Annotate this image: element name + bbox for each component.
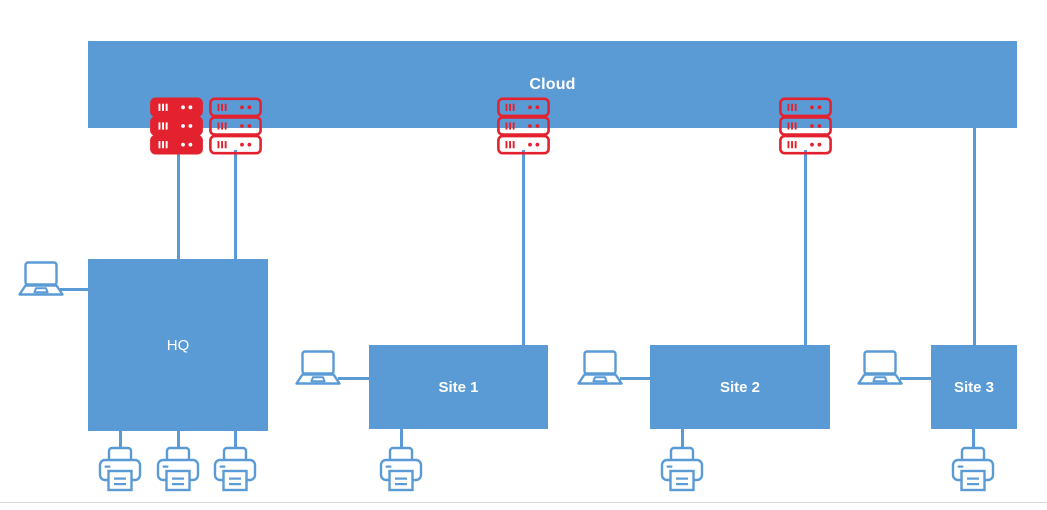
link-cloud-site3 — [973, 128, 976, 346]
node-label-site1: Site 1 — [438, 378, 479, 396]
printer-hq-1-icon[interactable] — [98, 446, 142, 494]
printer-site1-icon[interactable] — [379, 446, 423, 494]
printer-hq-3-icon[interactable] — [213, 446, 257, 494]
server-stack-site2-icon[interactable] — [779, 97, 832, 155]
server-stack-hq-primary-icon[interactable] — [150, 97, 203, 155]
node-box-hq[interactable]: HQ — [88, 259, 268, 431]
link-hq-printer-1 — [119, 431, 122, 453]
node-box-site1[interactable]: Site 1 — [369, 345, 548, 429]
cloud-label: Cloud — [529, 76, 576, 93]
printer-site3-icon[interactable] — [951, 446, 995, 494]
node-box-site3[interactable]: Site 3 — [931, 345, 1017, 429]
server-stack-site1-icon[interactable] — [497, 97, 550, 155]
link-hq-printer-3 — [234, 431, 237, 453]
laptop-site3-icon[interactable] — [857, 349, 903, 387]
node-label-site2: Site 2 — [719, 378, 761, 396]
link-site2-laptop — [620, 377, 652, 380]
link-server-hq-secondary — [234, 150, 237, 260]
link-site1-printer — [400, 429, 403, 453]
link-server-site2 — [804, 150, 807, 346]
link-server-site1 — [522, 150, 525, 346]
node-label-site3: Site 3 — [953, 378, 995, 396]
node-box-site2[interactable]: Site 2 — [650, 345, 830, 429]
bottom-divider — [0, 502, 1047, 503]
link-hq-printer-2 — [177, 431, 180, 453]
link-site3-laptop — [900, 377, 933, 380]
printer-hq-2-icon[interactable] — [156, 446, 200, 494]
cloud-region[interactable]: Cloud — [88, 41, 1017, 128]
link-server-hq-primary — [177, 150, 180, 260]
laptop-site1-icon[interactable] — [295, 349, 341, 387]
link-site2-printer — [681, 429, 684, 453]
node-label-hq: HQ — [166, 336, 190, 354]
printer-site2-icon[interactable] — [660, 446, 704, 494]
link-site3-printer — [972, 429, 975, 453]
link-site1-laptop — [338, 377, 371, 380]
server-stack-hq-secondary-icon[interactable] — [209, 97, 262, 155]
laptop-hq-icon[interactable] — [18, 260, 64, 298]
link-hq-laptop — [60, 288, 90, 291]
laptop-site2-icon[interactable] — [577, 349, 623, 387]
